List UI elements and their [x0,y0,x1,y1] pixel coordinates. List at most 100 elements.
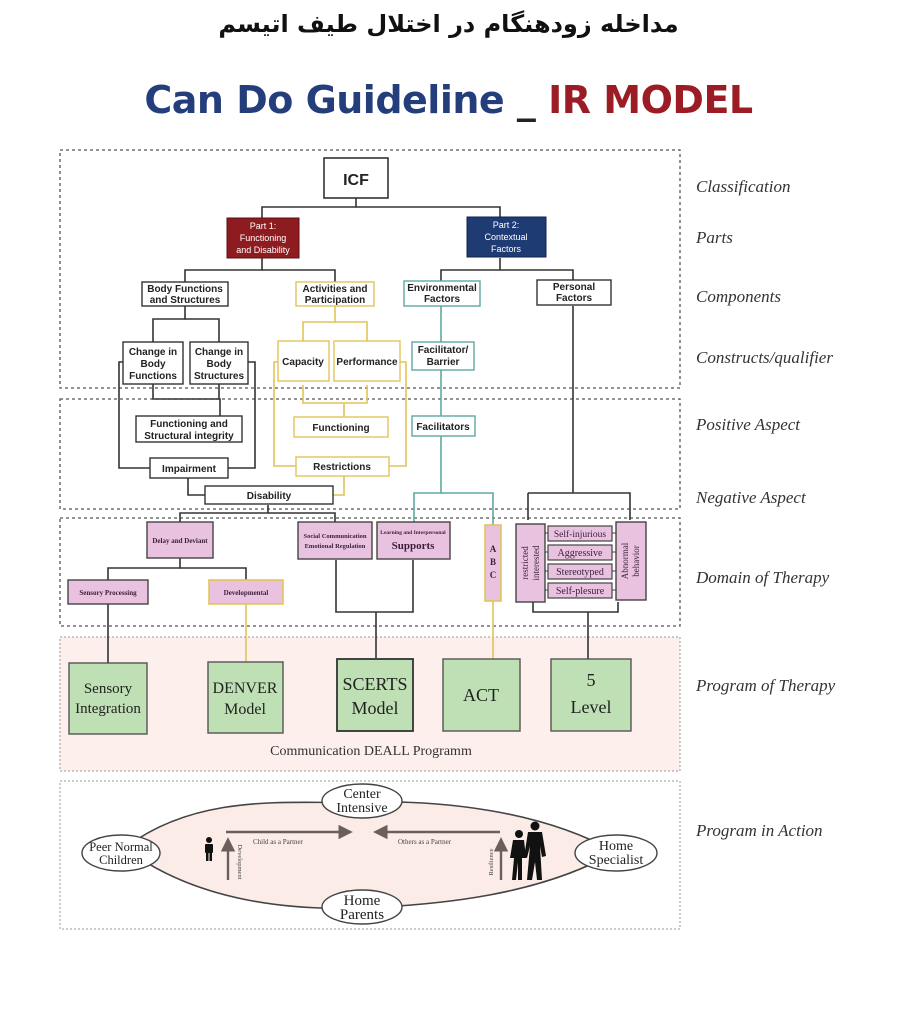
abc-box: A B C [484,524,502,602]
side-label-parts: Parts [695,228,733,247]
social-communication-line2: Emotional Regulation [305,543,366,550]
action-diagram: Child as a Partner Others as a Partner D… [81,783,658,925]
connectors-teal [413,306,494,527]
facilitator-barrier-line1: Facilitator/ [418,345,469,356]
connectors-black [107,198,631,664]
section-frame-aspects [59,398,681,510]
program-denver-line1: DENVER [213,680,278,697]
part2-line3: Factors [491,244,522,254]
supports-label: Supports [392,540,436,552]
social-communication-box: Social Communication Emotional Regulatio… [297,521,373,560]
part2-box: Part 2: Contextual Factors [466,216,547,258]
program-sensory-line2: Integration [75,701,141,717]
program-scerts-line1: SCERTS [343,674,408,694]
restrictions-label: Restrictions [313,462,371,473]
icf-root-box: ICF [323,157,389,199]
functioning-structural-line1: Functioning and [150,419,228,430]
functioning-box: Functioning [293,416,389,438]
activities-line2: Participation [305,295,366,306]
activities-line1: Activities and [302,284,367,295]
facilitators-box: Facilitators [411,415,476,437]
title-ir-model: IR MODEL [548,78,753,122]
sensory-processing-box: Sensory Processing [67,579,149,605]
facilitator-barrier-line2: Barrier [427,357,460,368]
home-parents-line2: Parents [340,907,384,923]
change-structures-line1: Change in [195,347,243,358]
side-label-program-in-action: Program in Action [695,821,823,840]
program-denver-line2: Model [224,701,266,718]
peer-normal-children-node: Peer Normal Children [81,834,161,872]
environmental-box: Environmental Factors [403,280,481,307]
change-body-structures-box: Change in Body Structures [189,341,249,385]
facilitator-barrier-box: Facilitator/ Barrier [411,341,475,371]
abnormal-behavior-box: Abnormal behavior [615,521,647,601]
delay-deviant-box: Delay and Deviant [146,521,214,559]
performance-label: Performance [336,357,398,368]
supports-small-label: Learning and Interpersonal [380,530,446,536]
body-functions-box: Body Functions and Structures [141,281,229,307]
impairment-label: Impairment [162,464,217,475]
program-sensory-integration: Sensory Integration [68,662,148,735]
interested-label: interested [531,545,541,580]
behavior-label: behavior [631,545,641,577]
performance-box: Performance [333,340,401,382]
restricted-interested-box: restricted interested [515,523,546,603]
section-frame-domain [59,517,681,627]
side-label-constructs: Constructs/qualifier [696,348,833,367]
side-label-domain-of-therapy: Domain of Therapy [695,568,830,587]
part1-line1: Part 1: [250,221,277,231]
program-scerts-model: SCERTS Model [336,658,414,732]
personal-line1: Personal [553,282,595,293]
environmental-line1: Environmental [407,283,477,294]
capacity-label: Capacity [282,357,324,368]
behavior-self-injurious: Self-injurious [554,529,607,540]
change-structures-line3: Structures [194,371,244,382]
child-figure-icon [205,837,213,861]
delay-deviant-label: Delay and Deviant [152,537,208,545]
behavior-stereotyped: Stereotyped [556,567,604,578]
persian-title: مداخله زودهنگام در اختلال طیف اتیسم [218,10,679,38]
icf-root-label: ICF [343,172,369,189]
part1-line2: Functioning [240,233,287,243]
program-scerts-line2: Model [352,698,399,718]
side-label-components: Components [696,287,781,306]
part2-line2: Contextual [484,232,527,242]
peer-line2: Children [99,853,143,867]
change-functions-line3: Functions [129,371,177,382]
side-label-classification: Classification [696,177,790,196]
facilitators-label: Facilitators [416,422,470,433]
program-act-label: ACT [463,685,499,705]
personal-box: Personal Factors [536,279,612,306]
disability-box: Disability [204,485,334,505]
family-walking-icon [510,821,546,880]
title-dash: _ [516,78,536,122]
disability-label: Disability [247,491,292,502]
environmental-line2: Factors [424,294,461,305]
behavior-list: Self-injurious Aggressive Stereotyped Se… [545,525,616,599]
part1-line3: and Disability [236,245,290,255]
center-line1: Center [343,787,381,802]
section-frame-classification [59,149,681,389]
functioning-structural-line2: Structural integrity [144,431,234,442]
change-functions-line1: Change in [129,347,177,358]
peer-line1: Peer Normal [89,840,153,854]
supports-box: Learning and Interpersonal Supports [376,521,451,560]
program-5-level-line1: 5 [587,670,596,690]
section-frame-action [59,780,681,930]
side-label-positive-aspect: Positive Aspect [695,415,801,434]
behavior-self-plesure: Self-plesure [556,586,605,597]
main-title: Can Do Guideline _ IR MODEL [0,78,897,122]
restrictions-box: Restrictions [295,456,390,477]
others-partner-label: Others as a Partner [398,838,452,846]
abc-a: A [490,544,497,554]
resilience-label: Resilience [488,848,495,875]
development-label: Development [236,844,243,879]
program-denver-model: DENVER Model [207,661,284,734]
social-communication-line1: Social Communication [303,533,366,540]
developmental-label: Developmental [224,589,269,597]
part2-line1: Part 2: [493,220,520,230]
side-label-program-of-therapy: Program of Therapy [695,676,836,695]
change-structures-line2: Body [207,359,232,370]
abc-c: C [490,570,497,580]
